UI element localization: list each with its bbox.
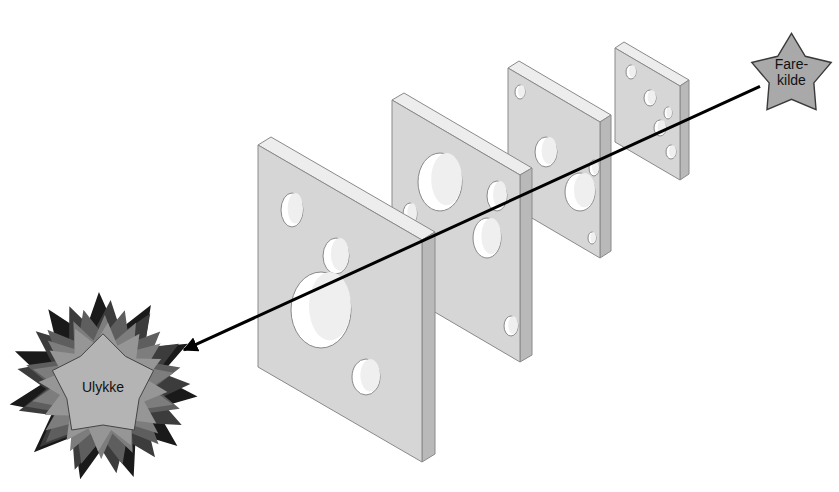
hole-wall: [648, 90, 656, 104]
hazard-path-arrow: [184, 86, 760, 350]
slice-hole: [535, 137, 557, 167]
hole-wall: [431, 153, 462, 205]
hole-wall: [360, 359, 380, 391]
star-shape: [752, 33, 831, 109]
burst-layer: [32, 315, 174, 459]
slice-hole: [281, 193, 303, 227]
slice-hole: [418, 153, 462, 211]
cheese-slice: [258, 137, 435, 462]
slice-hole: [666, 145, 676, 159]
slice-side: [600, 115, 611, 258]
slice-hole: [565, 173, 595, 211]
slice-hole: [626, 65, 636, 79]
burst-layer: [17, 300, 190, 473]
node-label: Ulykke: [68, 379, 138, 395]
slice-hole: [291, 272, 351, 348]
slice-side: [422, 232, 435, 462]
slice-hole: [664, 107, 672, 119]
hole-wall: [666, 107, 672, 118]
hazard-source-star: Fare- kilde: [748, 28, 835, 116]
hole-wall: [288, 193, 303, 224]
hole-wall: [508, 316, 518, 334]
slice-hole: [515, 85, 525, 99]
hole-wall: [331, 238, 349, 270]
node-label: Fare- kilde: [769, 56, 815, 88]
slice-hole: [323, 238, 349, 274]
slice-hole: [352, 359, 380, 395]
cheese-slice: [615, 42, 689, 180]
hole-wall: [542, 137, 557, 164]
slice-hole: [588, 232, 596, 244]
slice-hole: [644, 90, 656, 106]
hole-wall: [590, 232, 596, 243]
hole-wall: [481, 218, 501, 254]
slice-face: [615, 48, 680, 180]
hole-wall: [669, 145, 676, 158]
hole-wall: [629, 65, 636, 78]
hole-wall: [574, 173, 595, 207]
burst-layer: [52, 334, 153, 430]
burst-layer: [10, 292, 198, 479]
accident-burst: Ulykke: [8, 292, 198, 482]
hole-wall: [518, 85, 525, 98]
slice-side: [680, 80, 689, 180]
burst-layer: [39, 323, 168, 452]
slice-hole: [473, 218, 501, 258]
slice-hole: [504, 316, 518, 336]
burst-layer: [26, 310, 181, 465]
slice-side: [520, 168, 532, 362]
